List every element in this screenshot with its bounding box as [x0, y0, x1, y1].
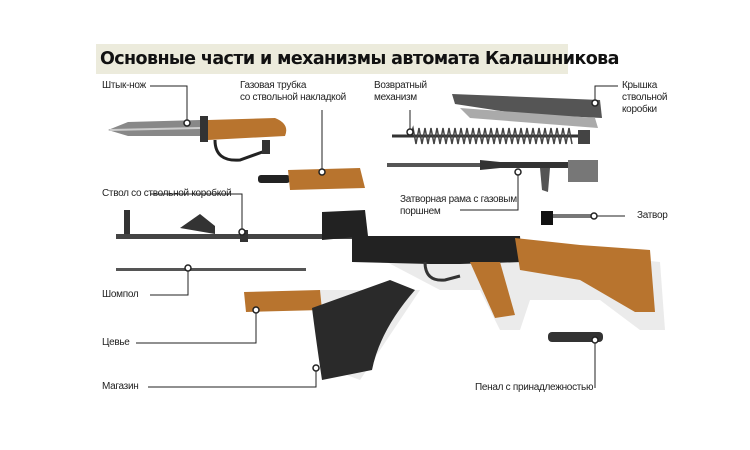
- handguard-part: [244, 290, 322, 312]
- label-bayonet: Штык-нож: [102, 80, 146, 91]
- label-barrel: Ствол со ствольной коробкой: [102, 188, 232, 199]
- bolt-carrier-part: [387, 160, 598, 192]
- cleaning-kit-part: [548, 332, 603, 342]
- label-bolt: Затвор: [637, 210, 668, 221]
- label-cover-line2: ствольной: [622, 92, 668, 103]
- recoil-spring-part: [392, 125, 590, 145]
- label-magazine: Магазин: [102, 381, 139, 392]
- label-recoil-line2: механизм: [374, 92, 417, 103]
- label-handguard: Цевье: [102, 337, 130, 348]
- magazine-part: [312, 280, 415, 380]
- receiver-cover-part: [452, 94, 602, 128]
- title-banner: Основные части и механизмы автомата Кала…: [96, 44, 619, 74]
- label-rod: Шомпол: [102, 289, 139, 300]
- gas-tube-part: [258, 168, 365, 190]
- label-gas-tube-line1: Газовая трубка: [240, 80, 307, 91]
- label-cover-line3: коробки: [622, 104, 657, 115]
- label-recoil-line1: Возвратный: [374, 80, 427, 91]
- label-kit: Пенал с принадлежностью: [475, 382, 594, 393]
- leader-dots: [183, 99, 599, 372]
- rifle-body: [116, 210, 655, 318]
- label-gas-tube-line2: со ствольной накладкой: [240, 92, 346, 103]
- label-cover-line1: Крышка: [622, 80, 657, 91]
- bayonet-part: [108, 116, 287, 162]
- label-carrier-line2: поршнем: [400, 206, 441, 217]
- bolt-part: [541, 211, 593, 225]
- page-title: Основные части и механизмы автомата Кала…: [100, 49, 619, 69]
- label-carrier-line1: Затворная рама с газовым: [400, 194, 517, 205]
